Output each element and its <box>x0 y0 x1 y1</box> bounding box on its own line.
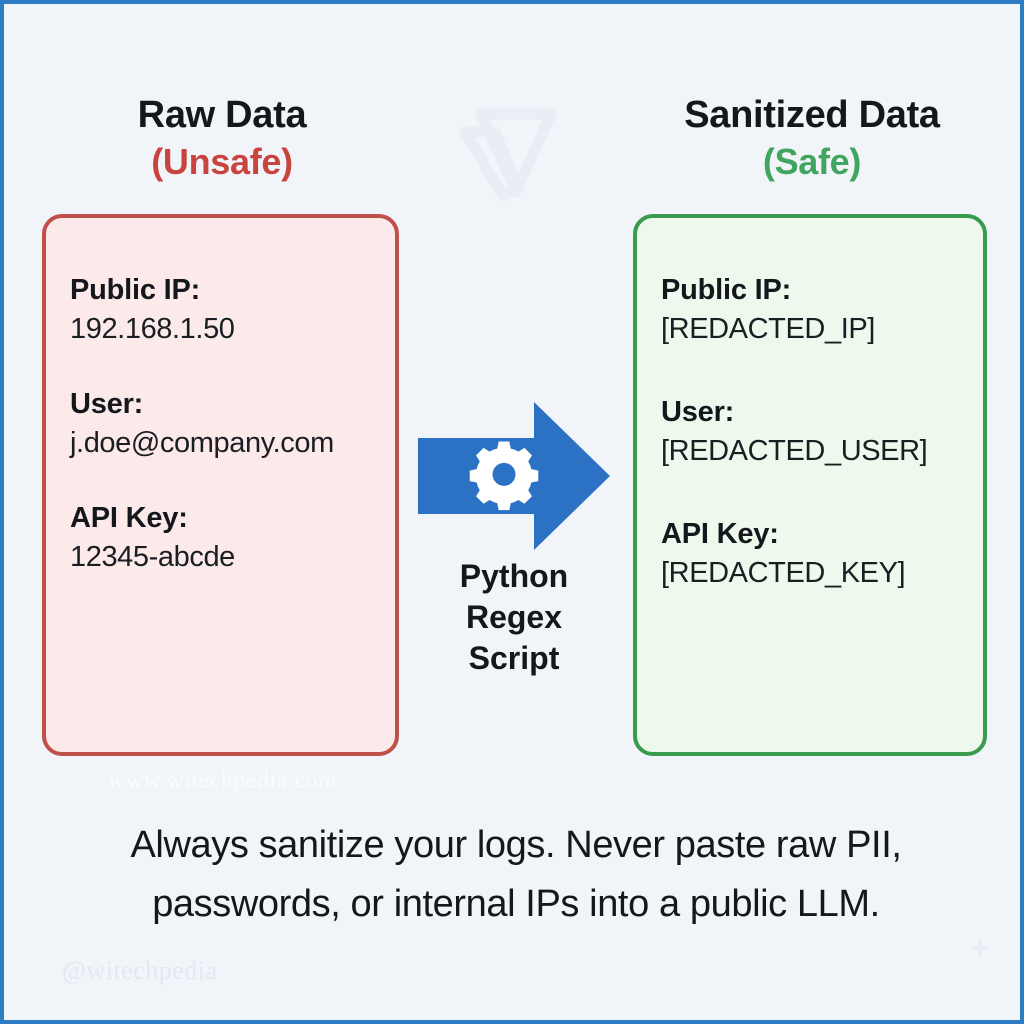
right-column-subtitle: (Safe) <box>762 140 862 182</box>
clean-field-user: User: [REDACTED_USER] <box>661 396 983 468</box>
raw-field-api-key: API Key: 12345-abcde <box>70 502 395 574</box>
raw-field-user-value: j.doe@company.com <box>70 427 334 459</box>
raw-field-user: User: j.doe@company.com <box>70 388 395 460</box>
process-label-line-2: Regex <box>465 598 563 635</box>
process-label-line-1: Python <box>459 558 569 594</box>
raw-field-user-label: User: <box>70 388 144 420</box>
right-column-heading: Sanitized Data (Safe) <box>612 94 1012 182</box>
left-column-title: Raw Data <box>137 94 307 136</box>
url-watermark: www.witechpedia.com <box>108 768 338 794</box>
bottom-caption: Always sanitize your logs. Never paste r… <box>56 816 976 934</box>
raw-field-api-key-label: API Key: <box>70 502 188 534</box>
plus-watermark-icon: + <box>968 926 992 970</box>
raw-field-public-ip-value: 192.168.1.50 <box>70 313 235 345</box>
raw-field-public-ip-label: Public IP: <box>70 274 201 306</box>
right-column-title: Sanitized Data <box>684 94 940 136</box>
raw-field-public-ip: Public IP: 192.168.1.50 <box>70 274 395 346</box>
handle-watermark: @witechpedia <box>62 956 218 985</box>
clean-field-api-key-value: [REDACTED_KEY] <box>661 557 906 589</box>
clean-field-public-ip: Public IP: [REDACTED_IP] <box>661 274 983 346</box>
sanitized-data-card: Public IP: [REDACTED_IP] User: [REDACTED… <box>633 214 987 756</box>
left-column-subtitle: (Unsafe) <box>151 140 293 182</box>
clean-field-api-key-label: API Key: <box>661 518 779 550</box>
clean-field-user-value: [REDACTED_USER] <box>661 435 928 467</box>
clean-field-api-key: API Key: [REDACTED_KEY] <box>661 518 983 590</box>
caption-line-2: passwords, or internal IPs into a public… <box>152 882 880 925</box>
clean-field-public-ip-label: Public IP: <box>661 274 792 306</box>
clean-field-public-ip-value: [REDACTED_IP] <box>661 313 875 345</box>
gear-icon <box>469 441 539 511</box>
process-arrow <box>416 400 612 552</box>
left-column-heading: Raw Data (Unsafe) <box>22 94 422 182</box>
process-label-line-3: Script <box>468 639 560 676</box>
clean-field-user-label: User: <box>661 396 735 428</box>
w-logo-icon <box>451 92 581 212</box>
raw-field-api-key-value: 12345-abcde <box>70 541 235 573</box>
process-label: Python Regex Script <box>414 556 614 679</box>
raw-data-card: www.witechpedia.com Public IP: 192.168.1… <box>42 214 399 794</box>
caption-line-1: Always sanitize your logs. Never paste r… <box>130 824 902 866</box>
